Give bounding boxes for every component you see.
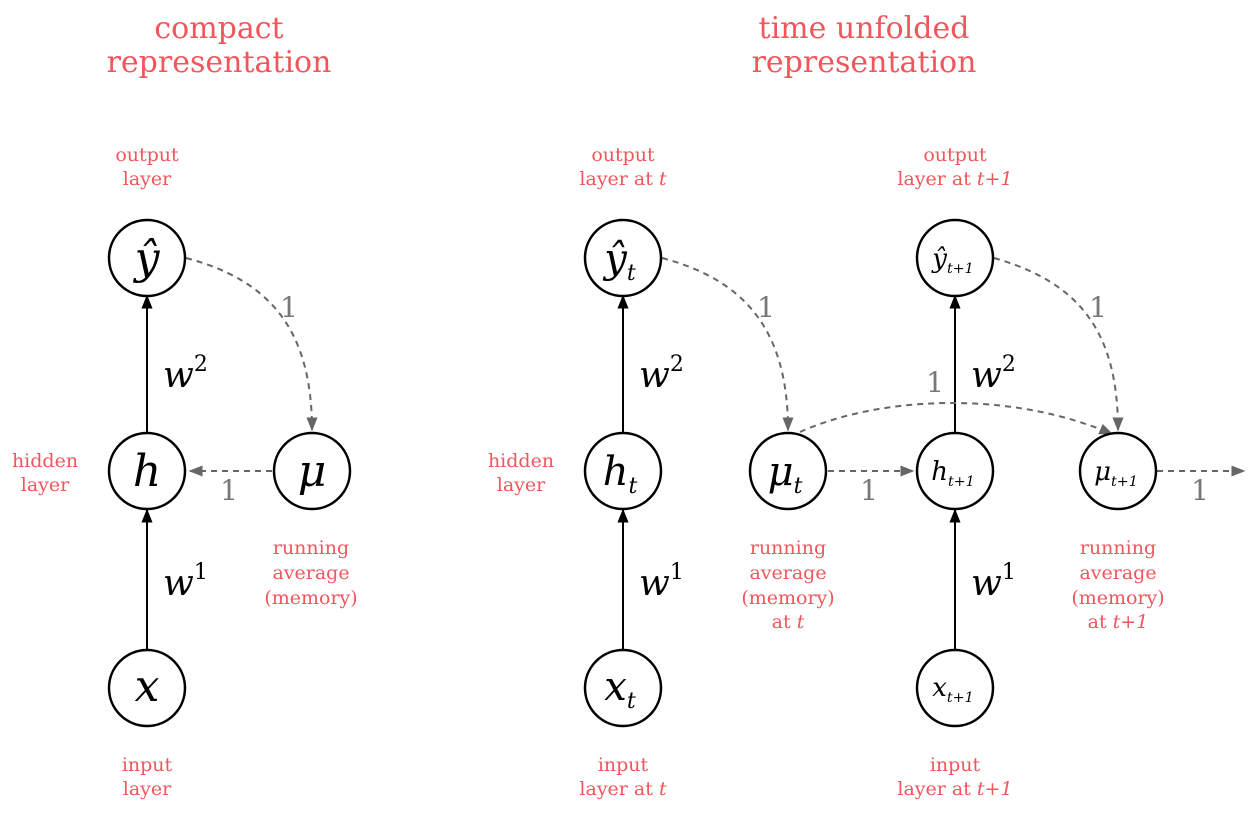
node-mu-t1: μt+1 [1078, 431, 1158, 511]
unfolded-edge-yt1-mut1 [993, 257, 1124, 432]
unfolded-edge-label-mut-ht1: 1 [860, 474, 878, 507]
unfolded-edge-yt-mut [661, 257, 794, 432]
svg-text:ŷt+1: ŷt+1 [931, 244, 974, 277]
compact-output-label-2: layer [123, 168, 172, 190]
svg-text:μt: μt [768, 449, 803, 499]
unfolded-output-t-label-1: output [591, 144, 655, 166]
compact-edge-y-mu [185, 257, 318, 432]
compact-title-line1: compact [154, 11, 283, 46]
svg-text:ŷt: ŷt [602, 236, 636, 286]
node-mu: μ [272, 431, 352, 511]
unfolded-edge-label-mut-mut1: 1 [926, 366, 944, 399]
unfolded-edge-label-yt1-mut1: 1 [1089, 291, 1107, 324]
unfolded-running-t1-label-2: average [1079, 562, 1156, 584]
svg-text:ht: ht [603, 449, 638, 499]
compact-title-line2: representation [107, 45, 332, 80]
unfolded-input-t1-label-1: input [930, 754, 981, 776]
node-y-hat-t: ŷt [583, 218, 663, 298]
compact-running-label-1: running [273, 537, 349, 559]
compact-edge-label-mu-h: 1 [220, 474, 238, 507]
node-h-t1: ht+1 [915, 431, 995, 511]
node-y-hat-t1: ŷt+1 [915, 218, 995, 298]
compact-weight-w1: w1 [163, 560, 208, 604]
compact-edge-label-y-mu: 1 [280, 291, 298, 324]
unfolded-edge-mut-mut1 [799, 402, 1114, 435]
unfolded-output-t-label-2: layer at t [579, 168, 667, 190]
unfolded-title-line1: time unfolded [759, 11, 970, 46]
compact-input-label-1: input [122, 754, 173, 776]
unfolded-running-t1-label-4: at t+1 [1088, 611, 1149, 633]
node-h-t: ht [583, 431, 663, 511]
svg-text:ht+1: ht+1 [931, 457, 975, 490]
unfolded-running-t-label-3: (memory) [741, 587, 834, 609]
unfolded-weight-w1-t1: w1 [971, 560, 1016, 604]
compact-weight-w2: w2 [163, 352, 208, 396]
compact-hidden-label-1: hidden [12, 450, 78, 472]
node-h: h [107, 431, 187, 511]
compact-input-label-2: layer [123, 778, 172, 800]
compact-running-label-3: (memory) [264, 587, 357, 609]
svg-text:μt+1: μt+1 [1094, 457, 1138, 490]
compact-output-label-1: output [115, 144, 179, 166]
unfolded-input-t-label-2: layer at t [579, 778, 667, 800]
svg-text:h: h [133, 446, 161, 497]
unfolded-weight-w2-t1: w2 [971, 352, 1016, 396]
compact-hidden-label-2: layer [21, 474, 70, 496]
unfolded-running-t-label-2: average [749, 562, 826, 584]
unfolded-hidden-label-1: hidden [488, 450, 554, 472]
unfolded-output-t1-label-1: output [923, 144, 987, 166]
unfolded-running-t-label-4: at t [772, 611, 805, 633]
unfolded-edge-label-mut1-next: 1 [1191, 474, 1209, 507]
unfolded-input-t-label-1: input [598, 754, 649, 776]
unfolded-running-t1-label-3: (memory) [1071, 587, 1164, 609]
svg-text:x: x [135, 661, 160, 712]
node-x: x [107, 648, 187, 728]
svg-text:μ: μ [298, 446, 327, 497]
unfolded-hidden-label-2: layer [497, 474, 546, 496]
svg-text:xt: xt [604, 664, 636, 714]
svg-text:ŷ: ŷ [133, 233, 161, 284]
unfolded-edge-label-yt-mut: 1 [757, 291, 775, 324]
unfolded-title-line2: representation [752, 45, 977, 80]
node-x-t: xt [583, 648, 663, 728]
unfolded-running-t-label-1: running [750, 537, 826, 559]
unfolded-weight-w1-t: w1 [639, 560, 684, 604]
node-mu-t: μt [748, 431, 828, 511]
unfolded-weight-w2-t: w2 [639, 352, 684, 396]
compact-running-label-2: average [272, 562, 349, 584]
node-x-t1: xt+1 [915, 648, 995, 728]
unfolded-running-t1-label-1: running [1080, 537, 1156, 559]
svg-text:xt+1: xt+1 [932, 673, 974, 706]
unfolded-output-t1-label-2: layer at t+1 [897, 168, 1012, 190]
node-y-hat: ŷ [107, 218, 187, 298]
unfolded-input-t1-label-2: layer at t+1 [897, 778, 1012, 800]
